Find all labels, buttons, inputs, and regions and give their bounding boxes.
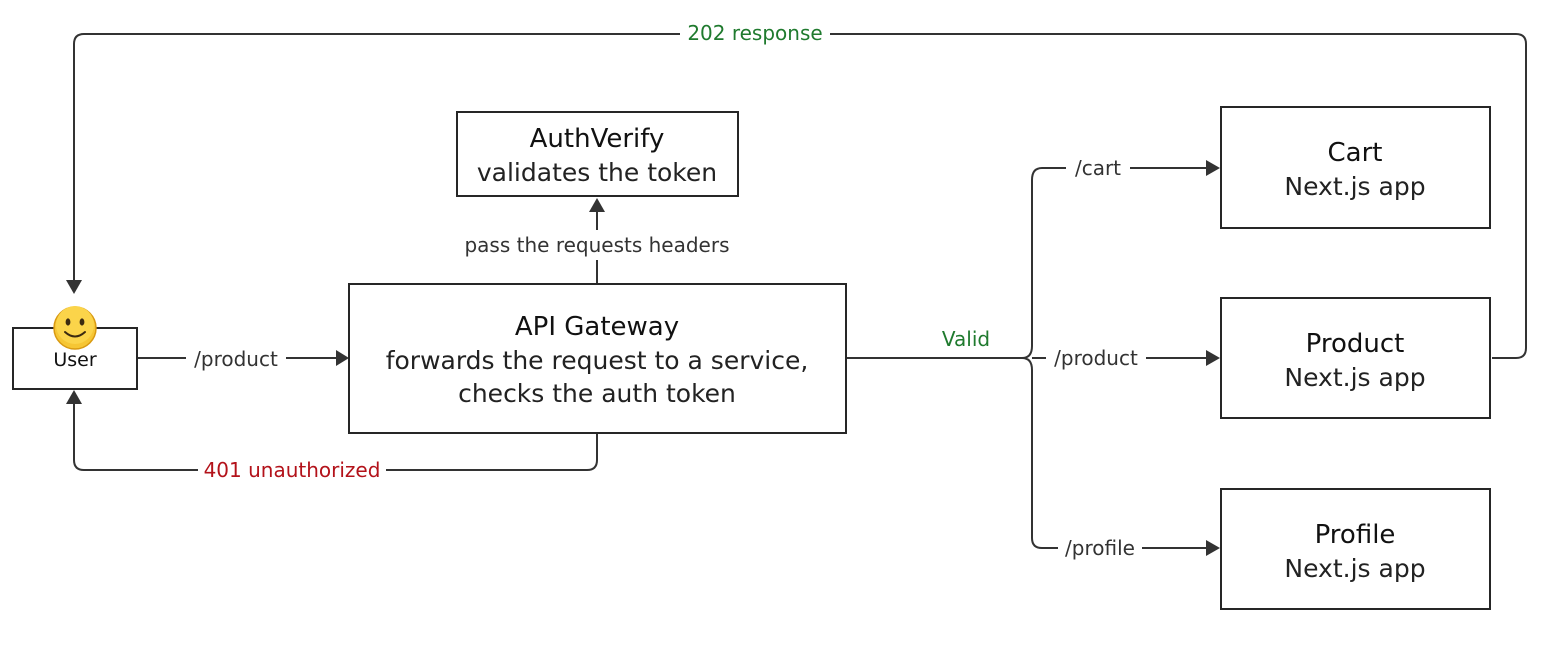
edge-label-product-route: /product	[1054, 346, 1138, 370]
authverify-subtitle: validates the token	[477, 158, 717, 187]
node-product[interactable]: Product Next.js app	[1220, 297, 1491, 419]
edge-label-pass-headers: pass the requests headers	[464, 233, 729, 257]
cart-subtitle: Next.js app	[1284, 172, 1425, 201]
node-cart[interactable]: Cart Next.js app	[1220, 106, 1491, 229]
profile-title: Profile	[1315, 520, 1396, 550]
api-gateway-title: API Gateway	[515, 312, 679, 342]
product-subtitle: Next.js app	[1284, 363, 1425, 392]
edge-202-arrowhead	[66, 280, 82, 294]
product-title: Product	[1306, 329, 1405, 359]
edge-route-cart-arrowhead	[1206, 160, 1220, 176]
edge-label-user-product: /product	[194, 347, 278, 371]
api-gateway-desc-line1: forwards the request to a service,	[386, 346, 809, 375]
edge-gateway-to-authverify-arrowhead	[589, 198, 605, 212]
edge-label-profile: /profile	[1065, 536, 1135, 560]
edge-401-arrowhead	[66, 390, 82, 404]
router-brace	[1021, 167, 1043, 549]
user-label: User	[53, 349, 96, 371]
smiley-emoji-icon	[53, 306, 97, 350]
edge-route-profile-arrowhead	[1206, 540, 1220, 556]
profile-subtitle: Next.js app	[1284, 554, 1425, 583]
edge-202-response	[73, 33, 1527, 359]
edge-label-202-response: 202 response	[687, 21, 822, 45]
node-authverify[interactable]: AuthVerify validates the token	[456, 111, 739, 197]
edge-route-product-arrowhead	[1206, 350, 1220, 366]
authverify-title: AuthVerify	[530, 124, 665, 154]
edge-user-to-gateway-arrowhead	[336, 350, 349, 366]
node-api-gateway[interactable]: API Gateway forwards the request to a se…	[348, 283, 847, 434]
cart-title: Cart	[1328, 138, 1383, 168]
node-profile[interactable]: Profile Next.js app	[1220, 488, 1491, 610]
edge-label-valid: Valid	[942, 327, 990, 351]
api-gateway-desc-line2: checks the auth token	[458, 379, 736, 408]
edge-label-401-unauthorized: 401 unauthorized	[204, 458, 381, 482]
edge-label-cart: /cart	[1075, 156, 1121, 180]
